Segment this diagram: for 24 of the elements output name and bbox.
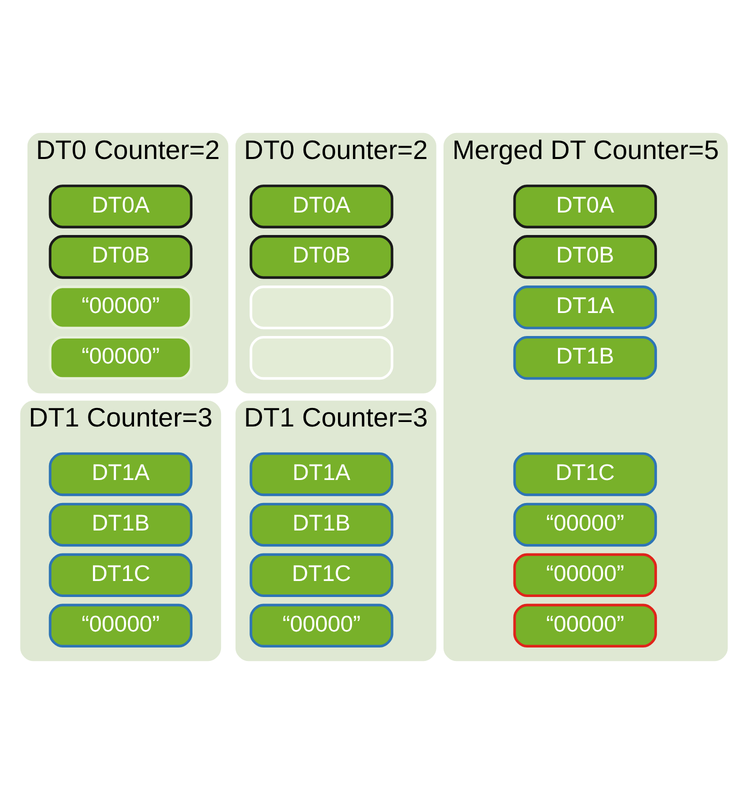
node-box: “00000” [513, 502, 657, 547]
node-box: DT1A [513, 286, 657, 330]
node-box: DT1B [250, 502, 394, 547]
node-box: DT1C [513, 452, 657, 496]
node-box: DT1A [48, 452, 192, 496]
node-box: DT1B [513, 336, 657, 380]
node-box: DT1C [48, 553, 192, 598]
node-box: DT1A [250, 452, 394, 496]
node-box: “00000” [48, 286, 192, 330]
node-box: “00000” [513, 553, 657, 598]
node-box: DT1B [48, 502, 192, 547]
node-box: DT1C [250, 553, 394, 598]
node-box: “00000” [48, 336, 192, 380]
node-box [250, 286, 394, 330]
node-box: DT0B [250, 235, 394, 279]
node-box: DT0A [513, 184, 657, 228]
node-box: DT0B [48, 235, 192, 279]
node-box [250, 336, 394, 380]
node-box: “00000” [250, 604, 394, 648]
node-box: DT0B [513, 235, 657, 279]
node-box: DT0A [48, 184, 192, 228]
node-box: “00000” [48, 604, 192, 648]
node-box: “00000” [513, 604, 657, 648]
node-box: DT0A [250, 184, 394, 228]
